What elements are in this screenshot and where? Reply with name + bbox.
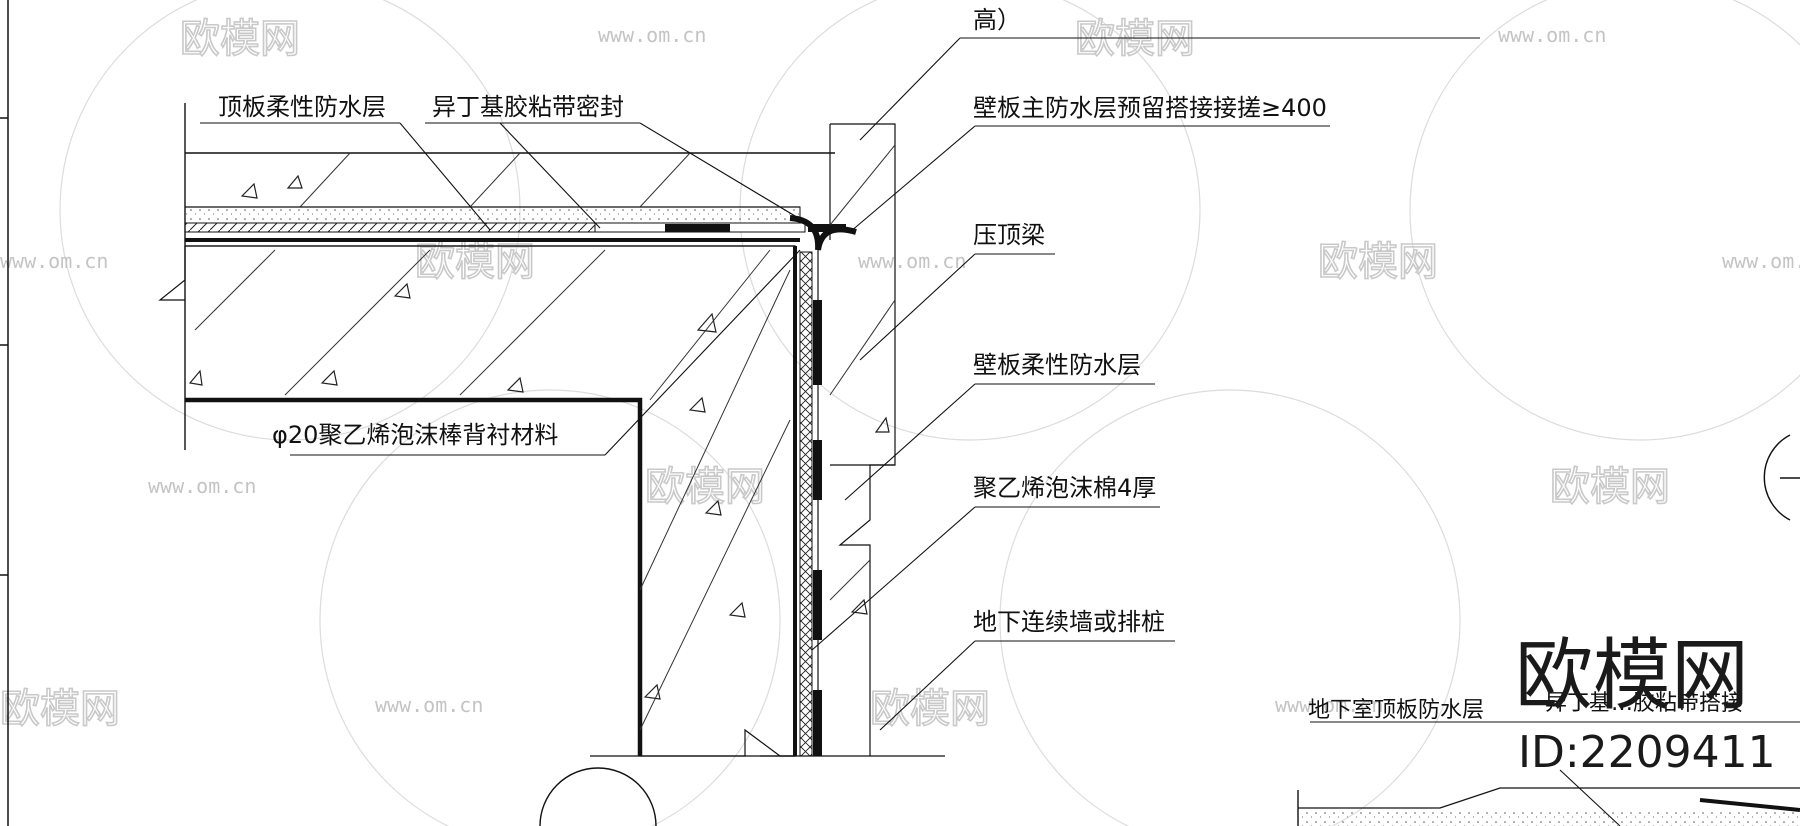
label-basement-roof-waterproof: 地下室顶板防水层 bbox=[1308, 698, 1484, 723]
label-pe-foam-board: 聚乙烯泡沫棉4厚 bbox=[973, 474, 1156, 502]
wall-waterproof-layers bbox=[789, 215, 857, 757]
annotation-labels: 高） 顶板柔性防水层 异丁基胶粘带密封 壁板主防水层预留搭接接搓≥400 压顶梁… bbox=[218, 6, 1743, 723]
watermark-logo: 欧模网 bbox=[870, 686, 990, 732]
label-diaphragm-wall: 地下连续墙或排桩 bbox=[973, 608, 1165, 636]
watermark-url: www.om.cn bbox=[858, 249, 966, 273]
watermark-logo-large: 欧模网 bbox=[1515, 631, 1749, 721]
watermark-logo: 欧模网 bbox=[1318, 239, 1438, 285]
label-wall-main-waterproof-overlap: 壁板主防水层预留搭接接搓≥400 bbox=[973, 94, 1327, 122]
diaphragm-wall bbox=[760, 123, 945, 757]
label-pe-foam-rod-backing: φ20聚乙烯泡沫棒背衬材料 bbox=[272, 421, 558, 449]
concrete-structure bbox=[158, 245, 796, 757]
watermark-logo: 欧模网 bbox=[0, 686, 120, 732]
label-roof-flexible-waterproof: 顶板柔性防水层 bbox=[218, 93, 386, 121]
sheet-border bbox=[0, 0, 9, 826]
watermark-url: www.om.cn bbox=[0, 249, 108, 273]
watermark-url: www.om.cn bbox=[1275, 693, 1383, 717]
watermark-logo: 欧模网 bbox=[1075, 16, 1195, 62]
label-capping-beam: 压顶梁 bbox=[973, 221, 1045, 249]
label-wall-flexible-waterproof: 壁板柔性防水层 bbox=[973, 351, 1141, 379]
watermark-id: ID:2209411 bbox=[1518, 727, 1776, 778]
watermark-logo: 欧模网 bbox=[180, 16, 300, 62]
label-butyl-tape-seal: 异丁基胶粘带密封 bbox=[432, 93, 624, 121]
watermark-foreground: 欧模网 ID:2209411 bbox=[1515, 631, 1776, 778]
label-top-fragment: 高） bbox=[973, 6, 1021, 34]
watermark-url: www.om.cn bbox=[148, 474, 256, 498]
watermark-url: www.om.cn bbox=[1722, 249, 1800, 273]
label-butyl-fragment: 异丁基…胶粘带搭接 bbox=[1545, 691, 1743, 716]
watermark-url: www.om.cn bbox=[375, 693, 483, 717]
watermark-url: www.om.cn bbox=[598, 23, 706, 47]
adjacent-detail-fragment bbox=[1297, 434, 1800, 826]
roof-slab bbox=[184, 103, 846, 450]
watermark-logo: 欧模网 bbox=[645, 464, 765, 510]
section-marker-fragment bbox=[539, 767, 657, 826]
watermark-url: www.om.cn bbox=[1498, 23, 1606, 47]
watermark-logo: 欧模网 bbox=[1550, 464, 1670, 510]
leader-lines bbox=[200, 37, 1800, 731]
